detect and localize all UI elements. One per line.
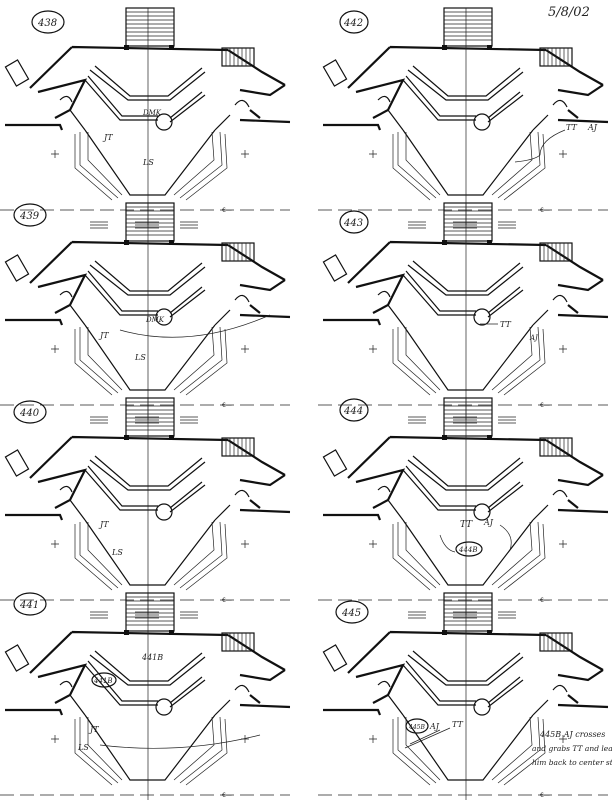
svg-text:DMK: DMK — [145, 316, 165, 324]
svg-text:AJ: AJ — [483, 518, 494, 527]
svg-text:445B AJ crosses: 445B AJ crosses — [539, 730, 605, 739]
svg-text:DMK: DMK — [142, 109, 162, 117]
blocking-note-445b: 445B AJ crosses and grabs TT and leads h… — [532, 730, 612, 767]
svg-text:LS: LS — [111, 548, 123, 557]
svg-text:TT: TT — [500, 320, 511, 329]
cue-number: 444 — [343, 406, 363, 417]
svg-text:441B: 441B — [93, 677, 113, 685]
svg-text:444B: 444B — [458, 546, 478, 554]
cue-number: 440 — [19, 408, 40, 419]
svg-text:JT: JT — [102, 133, 113, 142]
svg-text:JT: JT — [98, 331, 109, 340]
svg-text:JT: JT — [98, 520, 109, 529]
cue-number: 438 — [37, 18, 57, 29]
panel-441: 441 441B 441B JT LS — [0, 591, 292, 800]
cue-number: 441 — [19, 600, 39, 611]
svg-text:445B: 445B — [408, 724, 425, 731]
cue-number: 439 — [19, 211, 40, 222]
panel-445: 445 445B AJ TT 445B AJ crosses and grabs… — [316, 591, 612, 800]
panel-442: 442 TT AJ — [316, 6, 610, 230]
svg-text:AJ: AJ — [587, 123, 598, 132]
panel-438: 438 DMK JT LS — [0, 6, 292, 230]
panel-439: 439 DMK JT LS — [0, 201, 292, 425]
panel-443: 443 TT AJ — [316, 201, 610, 425]
cue-number: 442 — [343, 18, 363, 29]
cue-number: 445 — [341, 608, 361, 619]
svg-text:AJ: AJ — [429, 722, 440, 731]
svg-text:TT: TT — [460, 520, 473, 530]
svg-text:441B: 441B — [141, 653, 163, 662]
date-label: 5/8/02 — [548, 5, 590, 20]
svg-text:TT: TT — [452, 720, 463, 729]
svg-text:LS: LS — [142, 158, 154, 167]
svg-text:LS: LS — [77, 743, 89, 752]
svg-text:JT: JT — [88, 725, 99, 734]
svg-text:AJ: AJ — [529, 334, 539, 342]
svg-text:LS: LS — [134, 353, 146, 362]
panel-440: 440 JT LS — [0, 396, 292, 620]
panel-444: 444 TT AJ 444B — [316, 396, 610, 620]
svg-text:him back to center stage: him back to center stage — [532, 758, 612, 767]
cue-number: 443 — [343, 218, 363, 229]
svg-text:TT: TT — [566, 123, 577, 132]
svg-text:and grabs TT and leads: and grabs TT and leads — [532, 744, 612, 753]
